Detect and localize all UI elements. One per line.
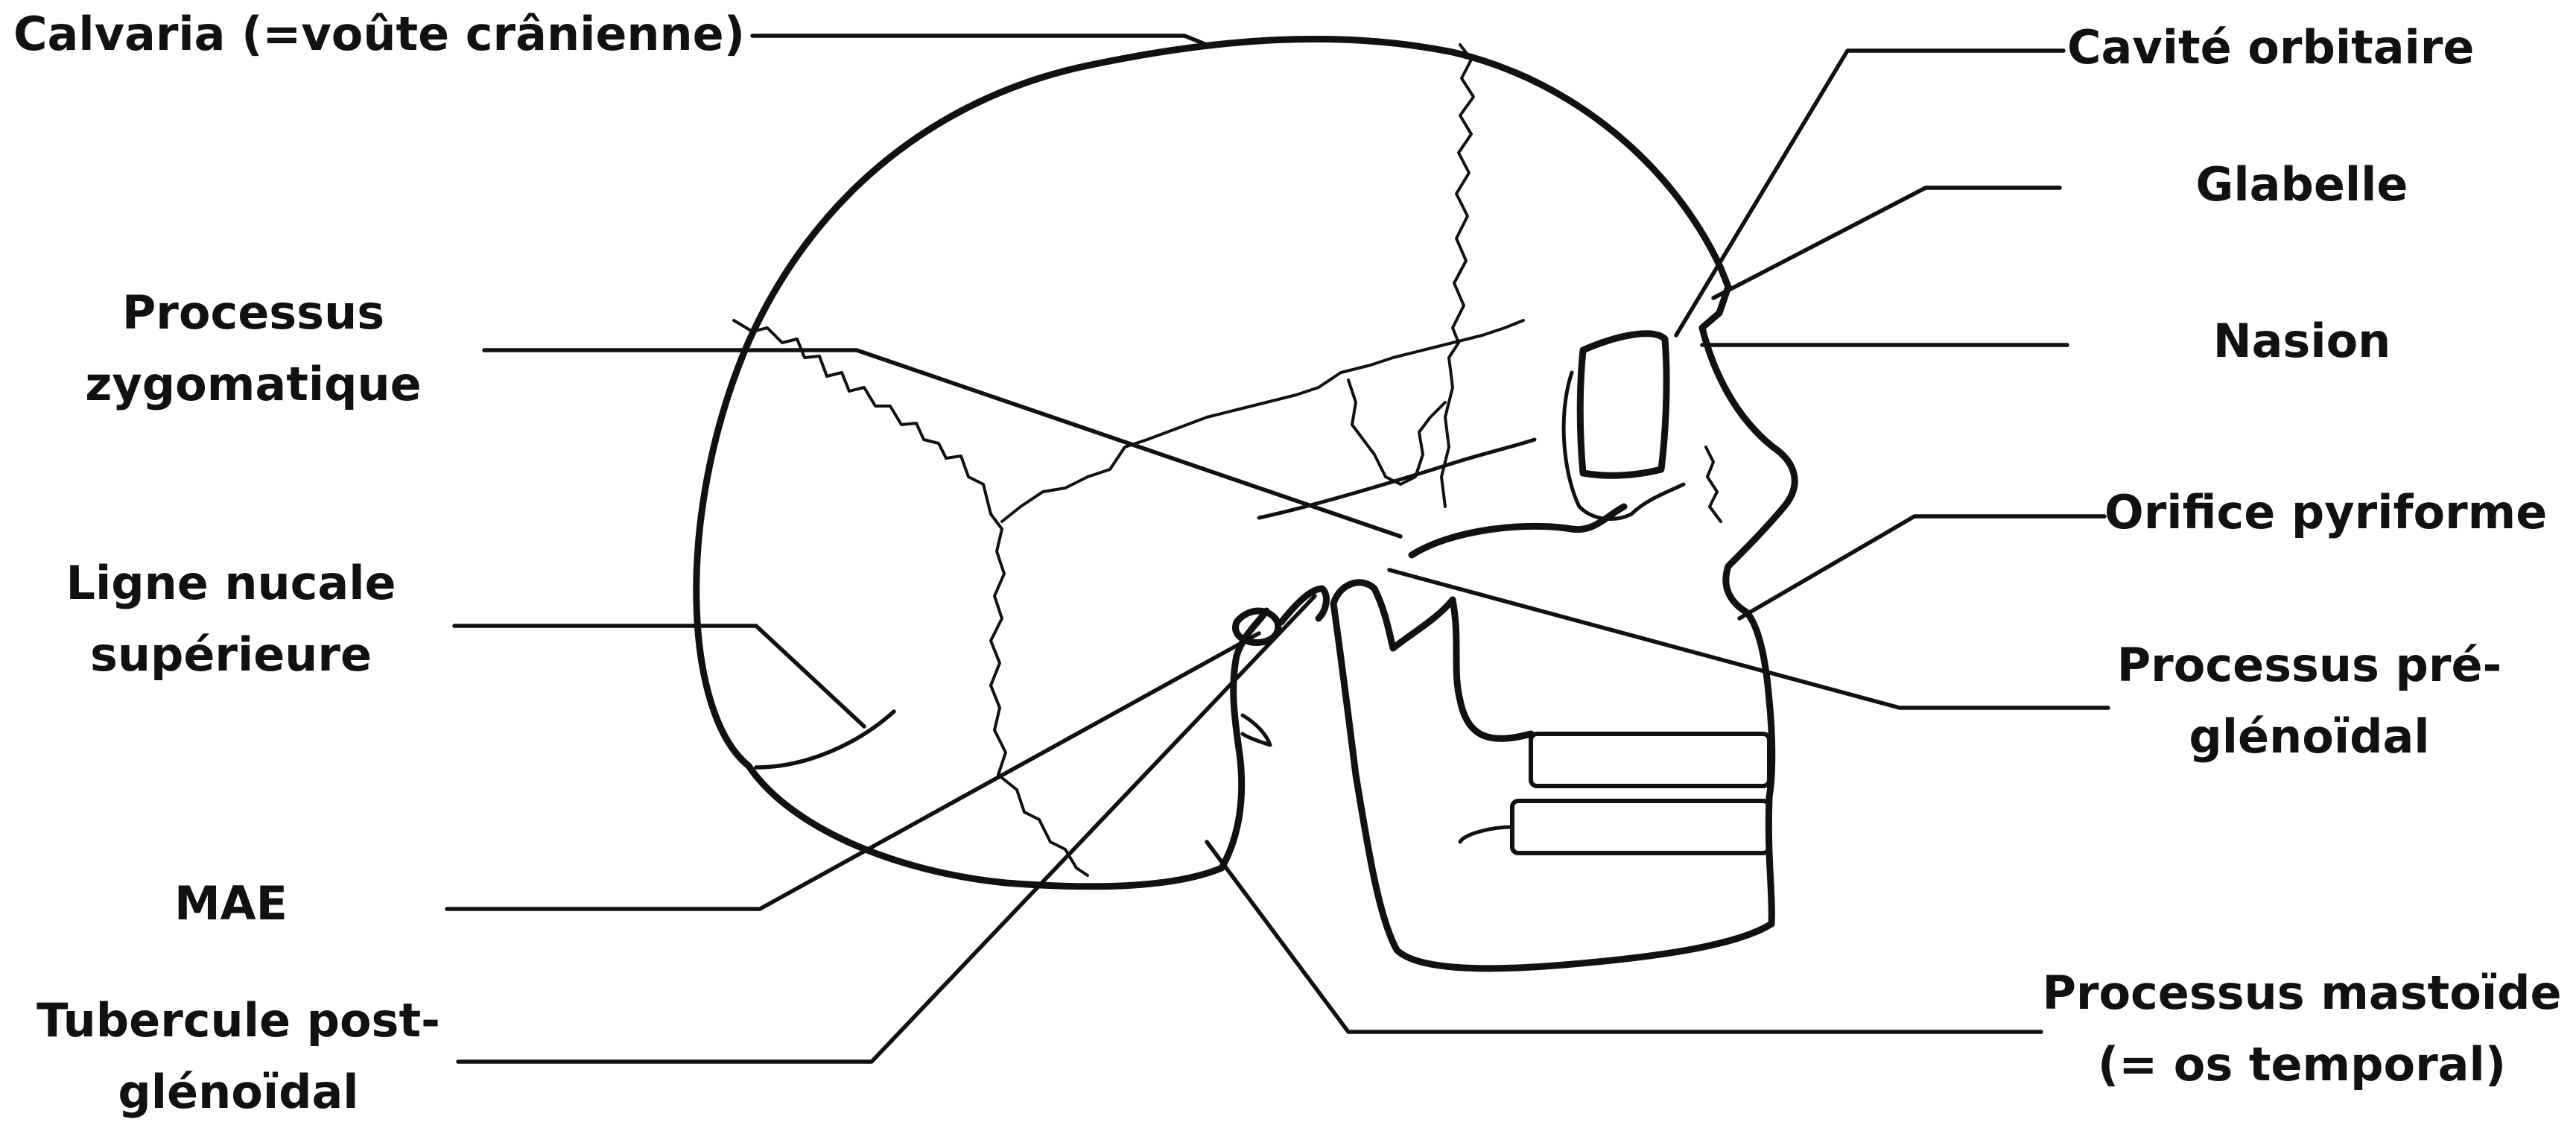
label-glabelle: Glabelle [2078, 149, 2525, 221]
coronal-suture [1441, 45, 1473, 507]
label-cavite-orbitaire-text: Cavité orbitaire [2067, 12, 2474, 83]
tubercule-leader [458, 596, 1315, 1062]
label-calvaria-text: Calvaria (=voûte crânienne) [13, 0, 745, 70]
mandible-notch [1453, 600, 1531, 738]
processus-zygomatique-leader [484, 350, 1400, 536]
calvaria-leader [752, 36, 1207, 45]
label-mae: MAE [156, 868, 305, 940]
zygomatic-arch-upper [1259, 440, 1535, 518]
cavite-orbitaire-leader [1676, 51, 2063, 335]
label-processus-pre: Processus pré- glénoïdal [2086, 630, 2533, 773]
label-calvaria: Calvaria (=voûte crânienne) [13, 0, 745, 70]
lambdoid-suture [734, 320, 1088, 875]
processus-mastoide-leader [1207, 842, 2041, 1032]
label-mae-text: MAE [156, 868, 305, 940]
mastoid-tip [1243, 715, 1270, 745]
upper-teeth [1531, 734, 1769, 786]
processus-pre-leader [1389, 570, 2108, 708]
label-processus-zygomatique-line1: Processus [67, 277, 440, 349]
label-processus-pre-line2: glénoïdal [2086, 701, 2533, 773]
mandible-ramus-inner [1460, 827, 1512, 842]
label-processus-mastoide-line1: Processus mastoïde [2041, 957, 2563, 1029]
nasal-profile [1702, 328, 1795, 797]
lower-teeth [1512, 801, 1769, 853]
label-ligne-nucale-line1: Ligne nucale [37, 548, 425, 619]
nasal-suture [1706, 447, 1721, 522]
label-tubercule-line1: Tubercule post- [30, 985, 447, 1056]
label-processus-pre-line1: Processus pré- [2086, 630, 2533, 701]
label-ligne-nucale: Ligne nucale supérieure [37, 548, 425, 691]
label-nasion: Nasion [2078, 305, 2525, 377]
label-tubercule: Tubercule post- glénoïdal [30, 985, 447, 1128]
mae-leader [447, 633, 1259, 909]
label-orifice-pyriforme: Orifice pyriforme [2104, 477, 2547, 548]
orbit-outline [1580, 334, 1666, 476]
glabelle-leader [1713, 188, 2060, 298]
orifice-pyriforme-leader [1739, 516, 2104, 618]
label-processus-zygomatique: Processus zygomatique [67, 277, 440, 420]
ligne-nucale-mark [756, 712, 894, 767]
label-processus-zygomatique-line2: zygomatique [67, 349, 440, 420]
label-cavite-orbitaire: Cavité orbitaire [2067, 12, 2474, 83]
label-orifice-pyriforme-text: Orifice pyriforme [2104, 477, 2547, 548]
label-nasion-text: Nasion [2078, 305, 2525, 377]
ligne-nucale-leader [454, 626, 864, 726]
label-ligne-nucale-line2: supérieure [37, 619, 425, 691]
label-processus-mastoide-line2: (= os temporal) [2041, 1029, 2563, 1100]
skull-drawing [697, 39, 1795, 968]
label-glabelle-text: Glabelle [2078, 149, 2525, 221]
label-processus-mastoide: Processus mastoïde (= os temporal) [2041, 957, 2563, 1100]
